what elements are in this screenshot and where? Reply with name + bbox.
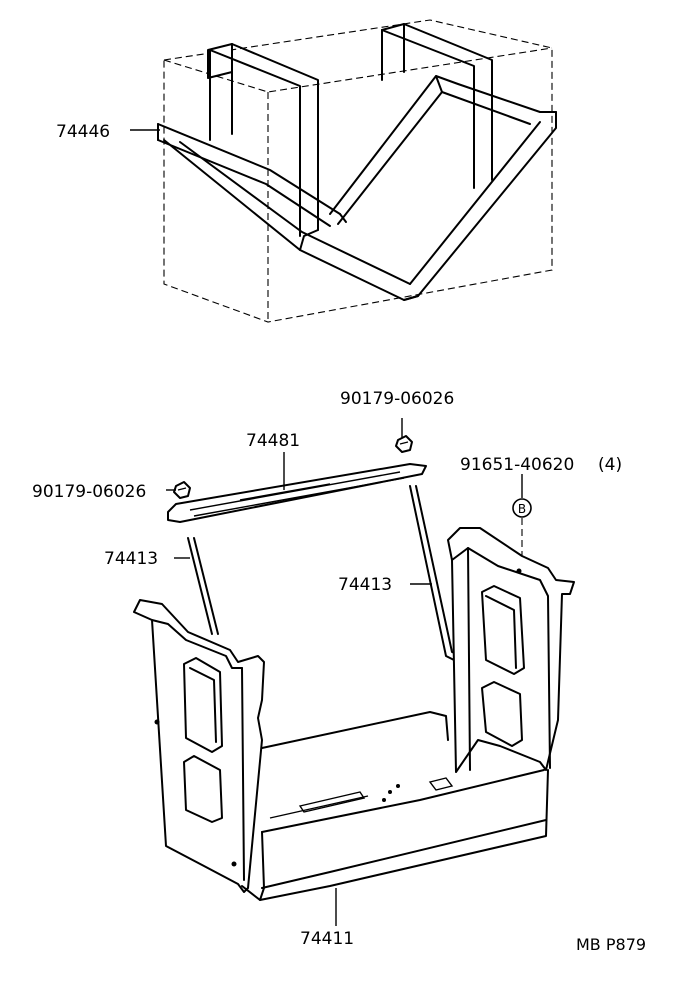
- hold-down-frame: [157, 23, 557, 301]
- label-bolt: 91651-40620: [460, 455, 574, 475]
- label-tray: 74411: [300, 929, 354, 949]
- battery-tray: [133, 527, 575, 901]
- label-clamp: 74481: [246, 431, 300, 451]
- label-rod-right: 74413: [338, 575, 392, 595]
- label-rod-left: 74413: [104, 549, 158, 569]
- label-bolt-qty: (4): [598, 455, 622, 475]
- rod-left: [187, 537, 219, 635]
- label-hold-down-clamp: 74446: [56, 122, 110, 142]
- bolt-b-marker-icon: B: [512, 498, 532, 556]
- left-nut-icon: [173, 481, 191, 499]
- label-upper-nut: 90179-06026: [340, 389, 454, 409]
- drawing-code: MB P879: [576, 935, 646, 954]
- upper-nut-icon: [395, 435, 413, 453]
- clamp-bar: [167, 463, 427, 523]
- bolt-ref-letter: B: [518, 502, 526, 516]
- label-left-nut: 90179-06026: [32, 482, 146, 502]
